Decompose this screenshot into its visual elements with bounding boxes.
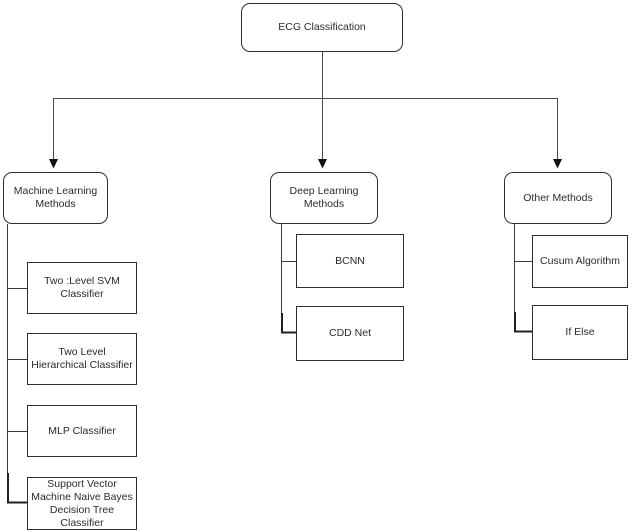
arrow-down-icon [49,159,58,169]
node-label: Support Vector Machine Naive Bayes Decis… [31,477,133,529]
connector-distribution-bar [53,98,558,159]
node-other-methods: Other Methods [504,172,612,224]
node-two-level-svm-classifier: Two :Level SVM Classifier [27,262,137,314]
node-svm-naive-bayes-decision-tree-classifier: Support Vector Machine Naive Bayes Decis… [27,477,137,530]
node-label: Two :Level SVM Classifier [44,275,120,300]
node-deep-learning-methods: Deep Learning Methods [270,172,378,224]
node-label: CDD Net [328,327,371,339]
connector-dl-trunk [281,224,296,334]
node-label: Two Level Hierarchical Classifier [31,346,133,371]
node-if-else: If Else [532,305,628,360]
node-label: Cusum Algorithm [540,255,620,267]
node-machine-learning-methods: Machine Learning Methods [3,172,108,224]
connector-ml-trunk [7,224,27,504]
arrow-down-icon [553,159,562,169]
node-label: MLP Classifier [48,424,116,437]
node-label: BCNN [335,254,365,267]
node-ecg-classification: ECG Classification [241,3,403,52]
node-label: Deep Learning Methods [289,185,359,210]
connector-om-trunk [514,224,532,333]
connector-om-elbow [514,312,532,333]
connector-ml-elbow [7,473,27,504]
node-cusum-algorithm: Cusum Algorithm [532,235,628,288]
node-two-level-hierarchical-classifier: Two Level Hierarchical Classifier [27,333,137,385]
node-bcnn: BCNN [296,234,404,288]
node-label: ECG Classification [278,21,366,33]
arrow-down-icon [318,159,327,169]
node-label: If Else [565,326,595,338]
node-label: Machine Learning Methods [13,185,98,210]
connector-dl-elbow [281,313,296,334]
node-mlp-classifier: MLP Classifier [27,405,137,457]
node-cdd-net: CDD Net [296,306,404,361]
node-label: Other Methods [523,191,593,204]
